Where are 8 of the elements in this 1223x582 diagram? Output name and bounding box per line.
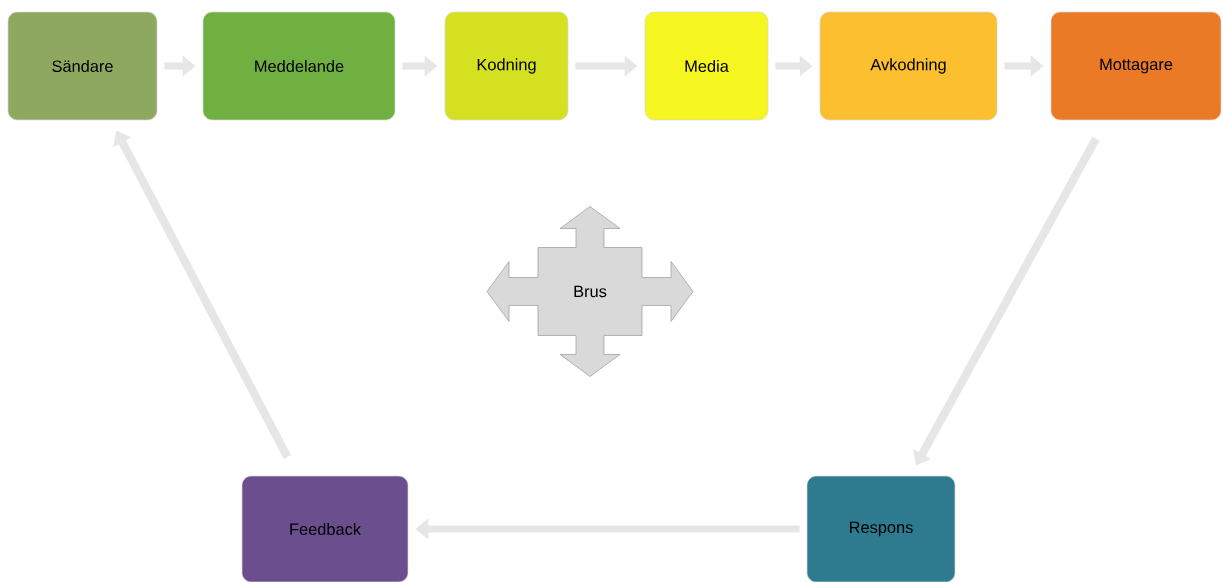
process-box: Feedback xyxy=(241,475,409,582)
process-box: Media xyxy=(644,11,769,121)
process-box: Respons xyxy=(806,475,956,582)
process-box: Meddelande xyxy=(202,11,396,121)
process-box: Avkodning xyxy=(819,11,998,121)
process-box: Kodning xyxy=(444,11,569,121)
process-box: Mottagare xyxy=(1050,11,1222,121)
process-box: Sändare xyxy=(7,11,158,121)
